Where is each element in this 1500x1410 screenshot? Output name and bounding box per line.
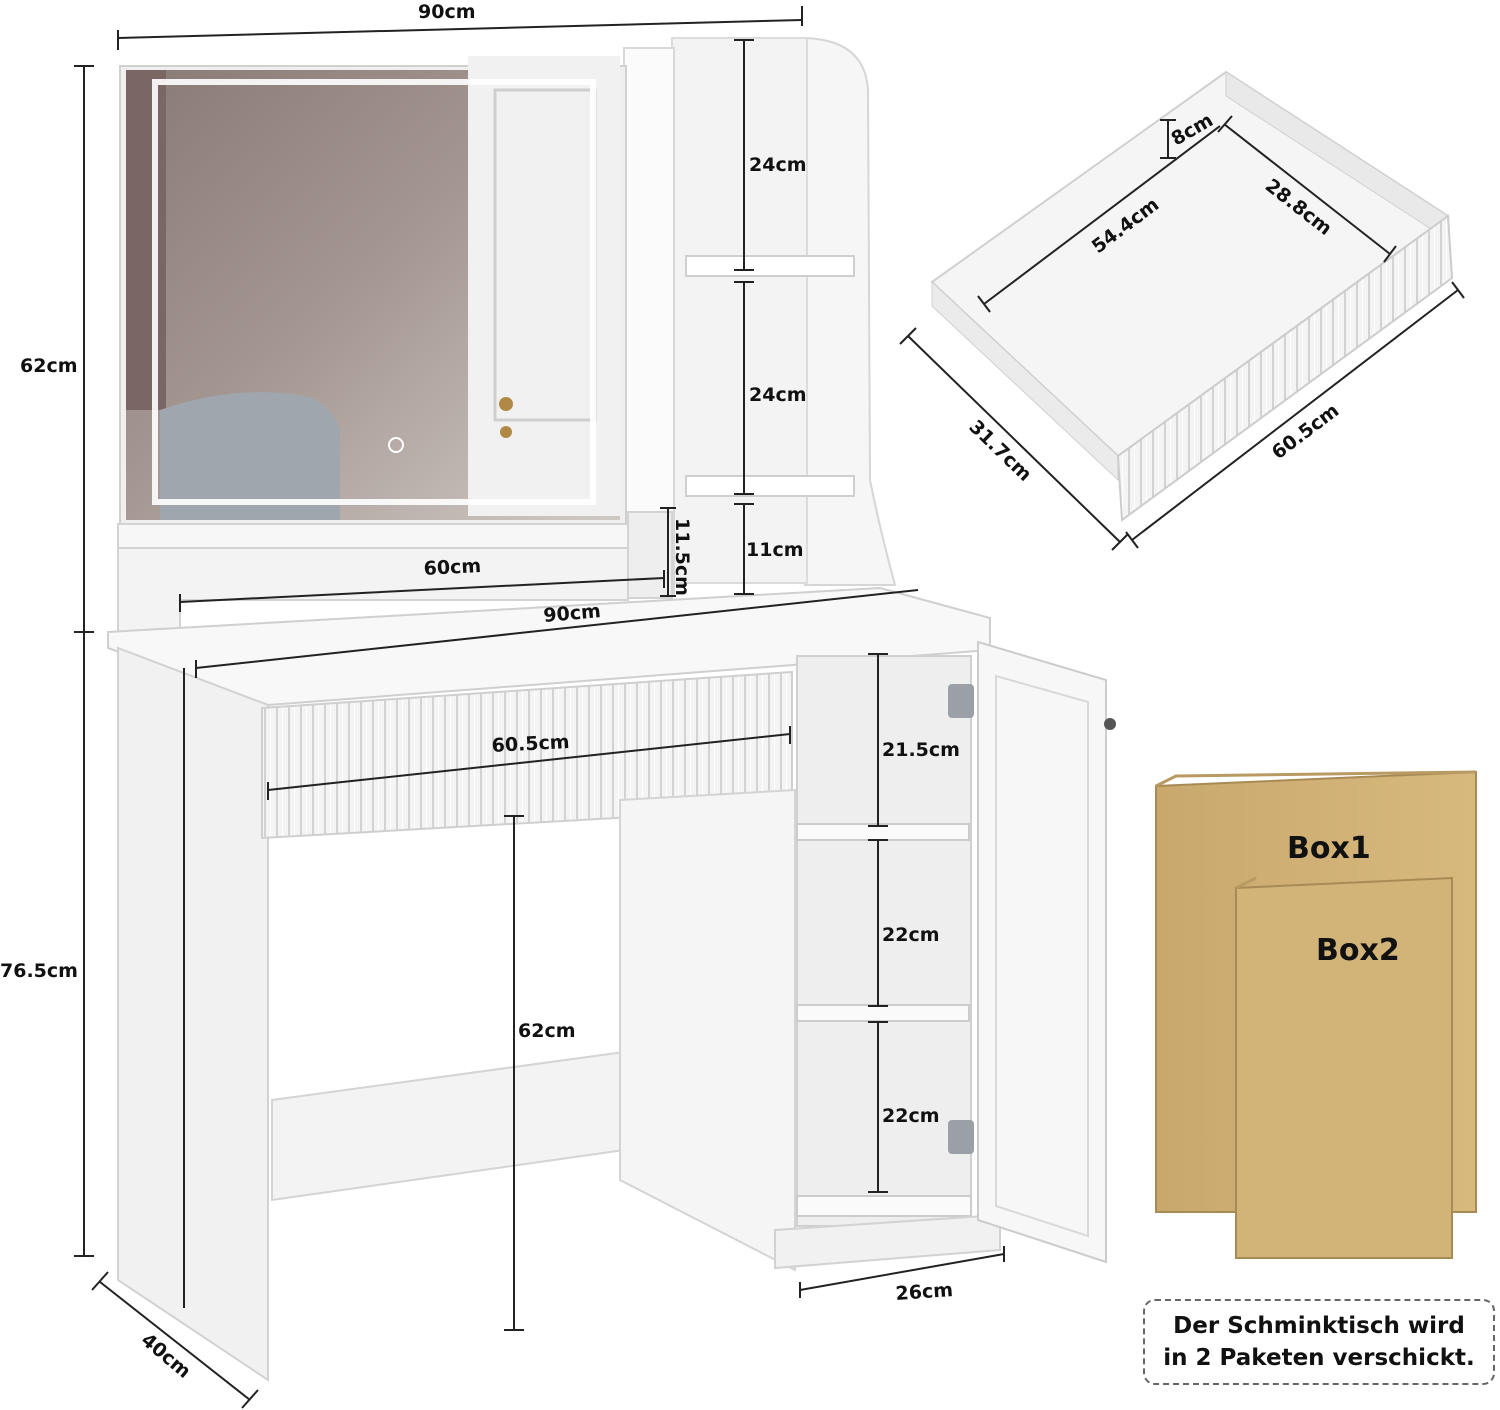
dim-niche-width: 60cm [423, 555, 482, 580]
dim-shelf-bottom: 11cm [746, 539, 804, 561]
shipping-boxes [1155, 770, 1477, 1259]
box1-label: Box1 [1287, 831, 1371, 866]
dim-drawer-outer-length: 60.5cm [1268, 400, 1343, 464]
dim-cabinet-width: 26cm [895, 1279, 954, 1305]
dim-cabinet-shelf-1: 21.5cm [882, 739, 960, 761]
hutch [117, 36, 897, 641]
drawer-detail [930, 70, 1454, 522]
shipping-note: Der Schminktisch wird in 2 Paketen versc… [1143, 1299, 1495, 1385]
dim-mirror-height: 62cm [20, 355, 78, 377]
dim-niche-height: 11.5cm [671, 518, 693, 596]
dim-leg-clearance: 62cm [518, 1020, 576, 1042]
dim-mirror-width: 90cm [418, 1, 476, 23]
dim-drawer-front-width: 60.5cm [491, 731, 570, 757]
box2-label: Box2 [1316, 933, 1400, 968]
dim-cabinet-shelf-3: 22cm [882, 1105, 940, 1127]
dim-cabinet-shelf-2: 22cm [882, 924, 940, 946]
dimension-lines [74, 6, 1465, 1409]
shipping-note-line2: in 2 Paketen verschickt. [1163, 1345, 1475, 1371]
dim-desk-height: 76.5cm [0, 960, 78, 982]
dim-shelf-top: 24cm [749, 154, 807, 176]
dim-desk-width: 90cm [543, 600, 602, 627]
shipping-note-line1: Der Schminktisch wird [1173, 1313, 1465, 1339]
desk [107, 586, 1116, 1382]
dim-desk-depth: 40cm [137, 1329, 195, 1383]
dim-shelf-middle: 24cm [749, 384, 807, 406]
